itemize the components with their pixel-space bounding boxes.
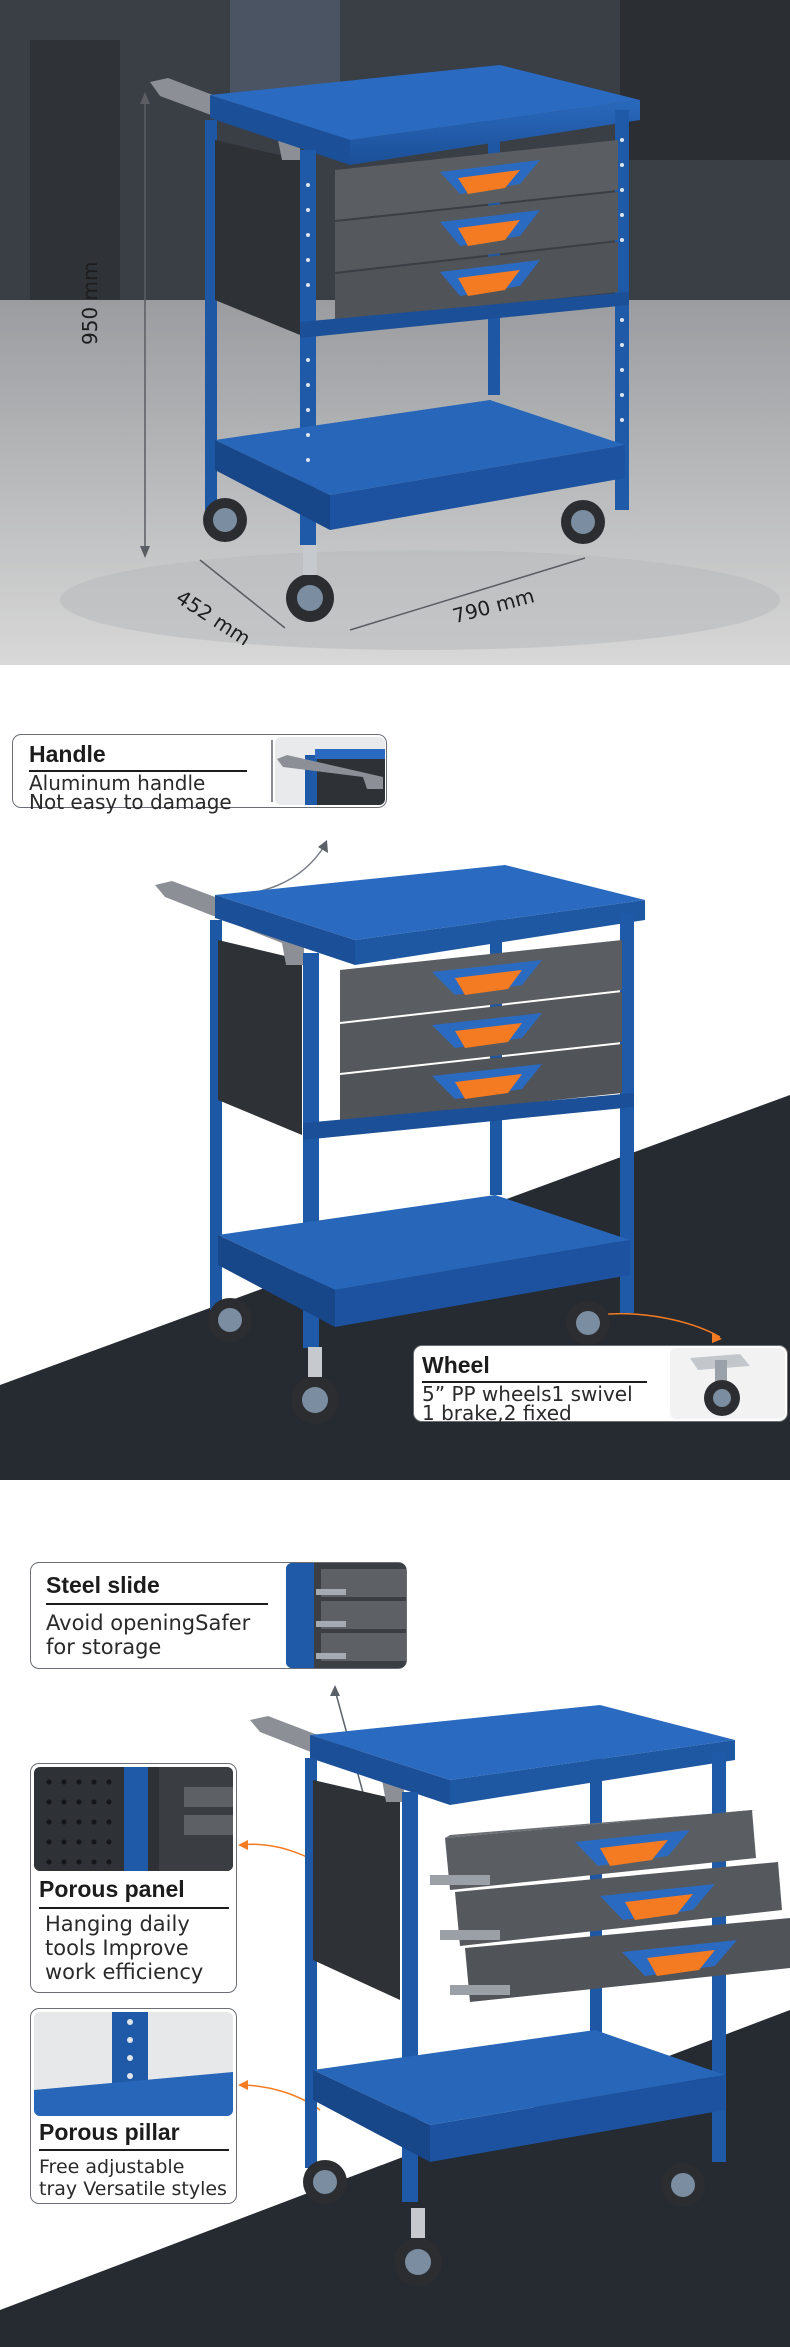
steel-slide-desc-2: for storage bbox=[46, 1635, 162, 1659]
steel-slide-thumbnail bbox=[286, 1563, 406, 1668]
porous-pillar-desc-1: Free adjustable bbox=[39, 2156, 185, 2178]
details-section: Steel slide Avoid openingSafer for stora… bbox=[0, 1480, 790, 2347]
wheel-desc-2: 1 brake,2 fixed bbox=[422, 1401, 572, 1425]
porous-panel-desc-1: Hanging daily bbox=[45, 1912, 190, 1936]
porous-panel-callout: Porous panel Hanging daily tools Improve… bbox=[30, 1763, 237, 1993]
porous-pillar-callout: Porous pillar Free adjustable tray Versa… bbox=[30, 2008, 237, 2204]
porous-pillar-thumbnail bbox=[34, 2012, 233, 2116]
porous-pillar-title: Porous pillar bbox=[39, 2119, 180, 2145]
handle-thumbnail bbox=[275, 737, 385, 805]
steel-slide-callout: Steel slide Avoid openingSafer for stora… bbox=[30, 1562, 407, 1669]
handle-callout: Handle Aluminum handle Not easy to damag… bbox=[12, 734, 387, 813]
tool-cart bbox=[155, 865, 645, 1424]
depth-dimension-line bbox=[199, 559, 286, 629]
width-dimension-line bbox=[349, 557, 586, 631]
cart-open-drawers-illustration bbox=[0, 1685, 790, 2347]
porous-panel-title: Porous panel bbox=[39, 1876, 185, 1902]
cart-dimension-illustration bbox=[0, 0, 790, 665]
porous-pillar-desc-2: tray Versatile styles bbox=[39, 2178, 227, 2200]
handle-wheel-section: Handle Aluminum handle Not easy to damag… bbox=[0, 665, 790, 1480]
steel-slide-title: Steel slide bbox=[46, 1572, 160, 1598]
dimensions-section: 950 mm 452 mm 790 mm bbox=[0, 0, 790, 665]
handle-title: Handle bbox=[29, 741, 106, 767]
height-dimension-label: 950 mm bbox=[78, 261, 102, 346]
wheel-desc-1: 5” PP wheels1 swivel bbox=[422, 1382, 633, 1406]
steel-slide-desc-1: Avoid openingSafer bbox=[46, 1611, 251, 1635]
wheel-thumbnail bbox=[670, 1348, 785, 1419]
tool-cart bbox=[150, 65, 640, 622]
wheel-callout: Wheel 5” PP wheels1 swivel 1 brake,2 fix… bbox=[413, 1345, 788, 1425]
porous-panel-desc-3: work efficiency bbox=[45, 1960, 204, 1984]
porous-panel-desc-2: tools Improve bbox=[45, 1936, 189, 1960]
handle-desc-1: Aluminum handle bbox=[29, 771, 206, 795]
porous-panel-thumbnail bbox=[34, 1767, 233, 1871]
tool-cart bbox=[250, 1705, 790, 2286]
cart-handle-wheel-illustration bbox=[0, 840, 790, 1480]
handle-desc-2: Not easy to damage bbox=[29, 790, 232, 814]
wheel-title: Wheel bbox=[422, 1352, 490, 1378]
